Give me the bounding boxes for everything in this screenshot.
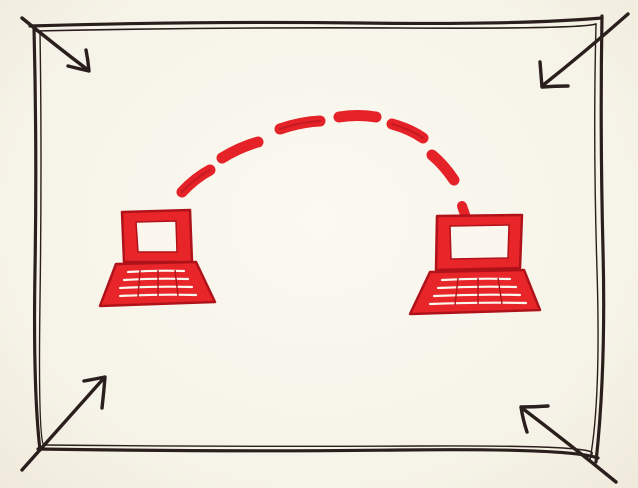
laptop-icon: [100, 210, 215, 306]
arrow-bottom-right-icon: [521, 406, 616, 482]
connection-arc: [166, 116, 470, 237]
laptop-icon: [410, 215, 540, 314]
laptop-left: [100, 210, 215, 306]
laptop-right: [410, 215, 540, 314]
